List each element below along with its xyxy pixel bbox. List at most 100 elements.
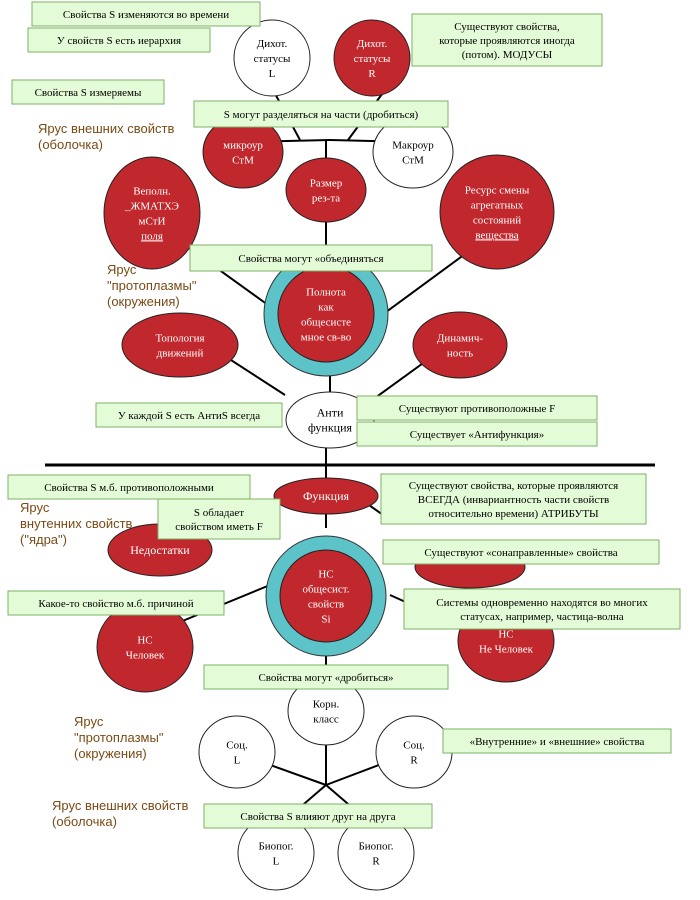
- node-biopog-r: Биопог.R: [337, 815, 415, 891]
- tier-label-top-outer: Ярус внешних свойств(оболочка): [38, 121, 174, 152]
- node-shape-ns-core: [279, 549, 373, 643]
- node-label: Соц.: [403, 739, 425, 751]
- box-label: S обладает: [194, 507, 244, 519]
- node-label: Размер: [310, 177, 343, 189]
- node-label: свойств: [308, 598, 344, 610]
- box-frame: [7, 474, 251, 500]
- node-label: НС: [137, 634, 152, 646]
- tier-label-line: Ярус: [107, 262, 137, 277]
- tier-label-bottom-outer: Ярус внешних свойств(оболочка): [52, 798, 188, 829]
- node-label: статусы: [354, 53, 391, 65]
- node-label: Биопог.: [258, 840, 293, 852]
- node-label: НС: [318, 568, 333, 580]
- node-label: поля: [141, 230, 163, 242]
- box-frame: [382, 539, 660, 565]
- tier-label-line: Ярус: [20, 500, 50, 515]
- node-shape-sots-r: [375, 715, 453, 789]
- box-frame: [95, 402, 283, 428]
- node-label: Недостатки: [130, 543, 190, 557]
- node-label: Si: [321, 613, 330, 625]
- node-label: Топология: [155, 332, 204, 344]
- box-frame: [203, 803, 433, 829]
- node-label: СтМ: [402, 154, 424, 166]
- tier-label-line: Ярус: [74, 714, 104, 729]
- node-label: движений: [157, 347, 204, 359]
- box-frame: [442, 728, 672, 754]
- box-protivopolozhnye-f: Существуют противоположные F: [356, 395, 598, 421]
- node-shape-vepoln: [103, 156, 201, 270]
- box-antifunktsiya: Существует «Антифункция»: [356, 421, 598, 447]
- node-sots-l: Соц. L: [198, 715, 276, 789]
- box-frame: [157, 498, 281, 540]
- node-label: класс: [313, 713, 339, 725]
- box-izmeryaemy: Свойства S измеряемы: [11, 79, 165, 105]
- node-label: Анти: [317, 406, 344, 420]
- node-shape-topologiya: [121, 312, 239, 378]
- box-label: У свойств S есть иерархия: [57, 35, 181, 47]
- node-label: как: [318, 301, 334, 313]
- node-label: состояний: [473, 214, 521, 226]
- box-drobitsya-bottom: Свойства могут «дробиться»: [203, 664, 449, 690]
- box-frame: [403, 588, 681, 630]
- box-label: Существует «Антифункция»: [410, 429, 544, 441]
- box-label: Существуют противоположные F: [399, 403, 555, 415]
- node-label: Дихот.: [257, 38, 288, 50]
- node-topologiya: Топология движений: [121, 312, 239, 378]
- box-label: Свойства могут «дробиться»: [258, 672, 393, 684]
- node-label: Корн.: [313, 698, 340, 710]
- box-label: Существуют «сонаправленные» свойства: [424, 547, 617, 559]
- node-shape-polnota: [277, 265, 375, 363]
- node-label: мСтИ: [139, 215, 166, 227]
- tier-label-line: (окружения): [74, 746, 147, 761]
- node-label: вещества: [475, 229, 518, 241]
- box-frame: [27, 27, 211, 53]
- box-anti-s: У каждой S есть АнтиS всегда: [95, 402, 283, 428]
- node-label: Биопог.: [358, 840, 393, 852]
- node-label: функция: [308, 421, 353, 435]
- node-label: L: [234, 754, 241, 766]
- tier-label-line: "протоплазмы": [107, 278, 197, 293]
- box-label: Какое-то свойство м.б. причиной: [38, 598, 193, 610]
- node-shape-dikhot-l: [233, 19, 311, 97]
- node-shape-razmer: [285, 157, 367, 223]
- box-ierarkhiya: У свойств S есть иерархия: [27, 27, 211, 53]
- node-shape-resurs: [439, 154, 555, 270]
- box-mb-protivopolozhnymi: Свойства S м.б. противоположными: [7, 474, 251, 500]
- box-label: «Внутренние» и «внешние» свойства: [470, 736, 645, 748]
- node-shape-dinamich: [412, 311, 508, 379]
- node-label: Соц.: [226, 739, 248, 751]
- tier-label-line: (оболочка): [52, 814, 117, 829]
- box-label: ВСЕГДА (инвариантность части свойств: [418, 494, 609, 506]
- node-shape-dikhot-r: [333, 19, 411, 97]
- node-label: L: [273, 855, 280, 867]
- box-label: Системы одновременно находятся во многих: [436, 597, 648, 609]
- box-frame: [193, 100, 449, 128]
- box-frame: [380, 473, 647, 525]
- node-label: Не Человек: [479, 643, 534, 655]
- node-biopog-l: Биопог. L: [237, 815, 315, 891]
- tier-labels: Ярус внешних свойств(оболочка)Ярус"прото…: [20, 121, 197, 829]
- box-drobitsya-top: S могут разделяться на части (дробиться): [193, 100, 449, 128]
- box-modusy: Существуют свойства,которые проявляются …: [411, 13, 603, 67]
- tier-label-line: Ярус внешних свойств: [38, 121, 174, 136]
- box-frame: [356, 395, 598, 421]
- box-atributy: Существуют свойства, которые проявляются…: [380, 473, 647, 525]
- node-label: L: [269, 68, 276, 80]
- box-label: Свойства S влияют друг на друга: [240, 811, 395, 823]
- node-label: рез-та: [312, 192, 340, 204]
- node-label: _ЖМАТХЭ: [124, 200, 179, 212]
- node-label: агрегатных: [471, 199, 524, 211]
- node-label: НС: [498, 628, 513, 640]
- node-label: Динамич-: [437, 332, 484, 344]
- box-frame: [356, 421, 598, 447]
